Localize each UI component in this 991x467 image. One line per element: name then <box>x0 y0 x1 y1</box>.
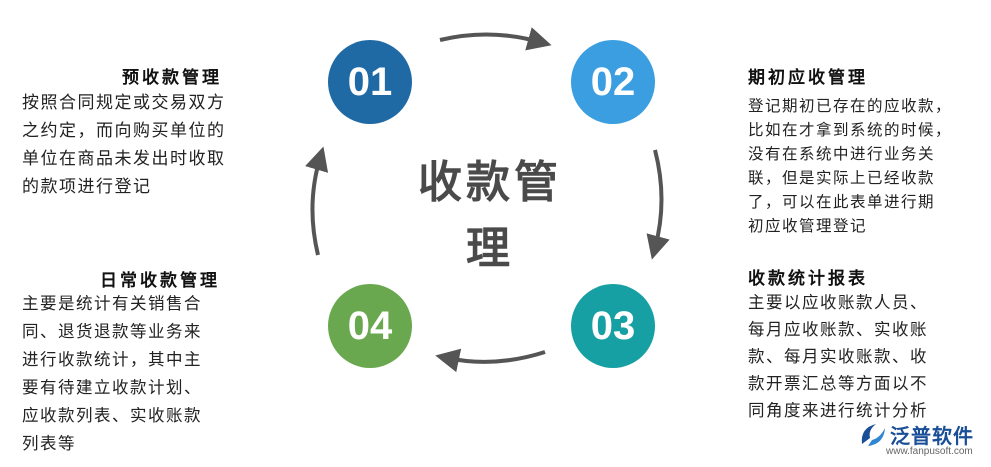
fanpu-logo-icon <box>861 424 885 446</box>
step-02-line: 比如在才拿到系统的时候， <box>748 121 953 139</box>
step-04-line: 进行收款统计，其中主 <box>22 350 202 369</box>
logo-url: www.fanpusoft.com <box>886 446 973 457</box>
step-01-circle: 01 <box>328 40 412 124</box>
arrow-03-to-04 <box>435 348 546 373</box>
step-02-circle: 02 <box>571 40 655 124</box>
step-03-line: 每月应收账款、实收账 <box>748 320 928 339</box>
step-02-line: 联，但是实际上已经收款 <box>748 169 936 187</box>
step-03-line: 款开票汇总等方面以不 <box>748 374 928 393</box>
step-01-description: 按照合同规定或交易双方 之约定，而向购买单位的 单位在商品未发出时收取 的款项进… <box>22 89 226 201</box>
step-03-title: 收款统计报表 <box>748 269 868 289</box>
step-03-circle: 03 <box>571 284 655 368</box>
step-04-circle: 04 <box>328 284 412 368</box>
step-01-line: 按照合同规定或交易双方 <box>22 93 226 113</box>
step-02-description: 登记期初已存在的应收款， 比如在才拿到系统的时候， 没有在系统中进行业务关 联，… <box>748 94 952 238</box>
arrow-01-to-02 <box>439 27 552 51</box>
step-04-line: 要有待建立收款计划、 <box>22 378 202 397</box>
step-04-line: 同、退货退款等业务来 <box>22 322 202 341</box>
step-04-line: 列表等 <box>22 434 76 453</box>
step-02-line: 了，可以在此表单进行期 <box>748 193 936 211</box>
step-04-line: 应收款列表、实收账款 <box>22 406 202 425</box>
step-04-title: 日常收款管理 <box>100 271 220 291</box>
arrow-04-to-01 <box>305 146 329 256</box>
step-02-line: 登记期初已存在的应收款， <box>748 97 953 115</box>
step-01-line: 之约定，而向购买单位的 <box>22 121 226 141</box>
step-01-line: 单位在商品未发出时收取 <box>22 149 226 169</box>
step-03-line: 款、每月实收账款、收 <box>748 347 928 366</box>
step-01-title: 预收款管理 <box>122 68 222 88</box>
step-02-title: 期初应收管理 <box>748 68 868 88</box>
logo-name: 泛普软件 <box>890 424 974 448</box>
step-02-line: 没有在系统中进行业务关 <box>748 145 936 163</box>
step-03-description: 主要以应收账款人员、 每月应收账款、实收账 款、每月实收账款、收 款开票汇总等方… <box>748 289 928 424</box>
step-04-description: 主要是统计有关销售合 同、退货退款等业务来 进行收款统计，其中主 要有待建立收款… <box>22 290 202 458</box>
step-02-line: 初应收管理登记 <box>748 217 868 235</box>
step-04-line: 主要是统计有关销售合 <box>22 294 202 313</box>
step-03-line: 主要以应收账款人员、 <box>748 293 928 312</box>
step-01-line: 的款项进行登记 <box>22 177 152 197</box>
brand-logo: 泛普软件 www.fanpusoft.com <box>858 418 988 464</box>
center-title: 收款管理 <box>418 157 562 274</box>
arrow-02-to-03 <box>646 149 670 260</box>
step-03-line: 同角度来进行统计分析 <box>748 401 928 420</box>
